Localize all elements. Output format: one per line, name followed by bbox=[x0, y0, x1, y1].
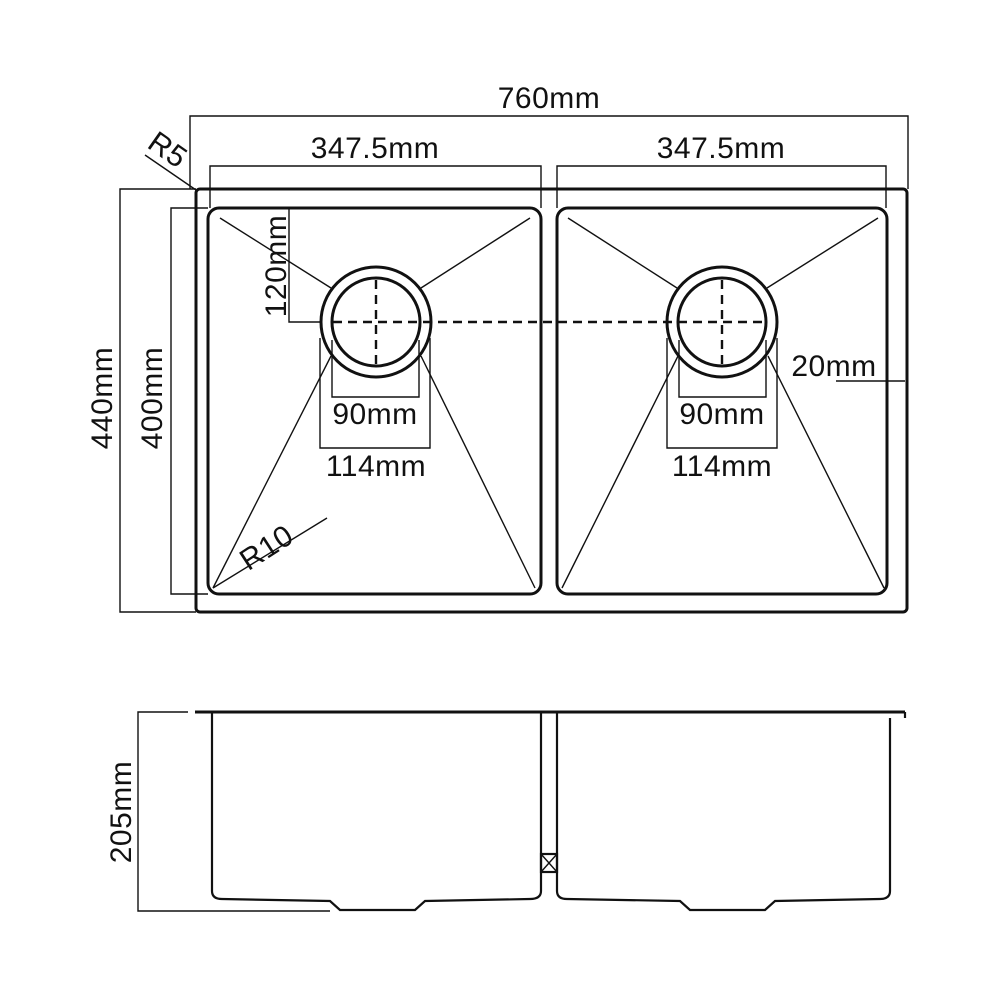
left-drain-inner-label: 90mm bbox=[332, 398, 417, 431]
right-drain-90-bracket bbox=[678, 340, 767, 398]
left-drain-outer-label: 114mm bbox=[326, 450, 426, 483]
bowl-radius-leader bbox=[212, 517, 328, 589]
right-bowl-width-dimension bbox=[556, 165, 887, 208]
side-view: 205mm bbox=[105, 710, 907, 912]
left-bowl-width-label: 347.5mm bbox=[311, 132, 440, 165]
left-bowl-profile bbox=[210, 713, 543, 912]
overall-width-label: 760mm bbox=[498, 82, 601, 115]
bowl-depth-dimension bbox=[170, 207, 208, 595]
right-drain-outer-label: 114mm bbox=[672, 450, 772, 483]
right-bowl-profile bbox=[555, 713, 892, 912]
height-label: 205mm bbox=[105, 761, 138, 864]
overall-depth-dimension bbox=[119, 188, 196, 613]
right-drain-inner-label: 90mm bbox=[679, 398, 764, 431]
overall-depth-label: 440mm bbox=[86, 347, 119, 450]
drain-offset-label: 120mm bbox=[260, 215, 293, 318]
outer-radius-leader bbox=[144, 154, 197, 191]
left-bowl-slope-lines bbox=[212, 217, 536, 589]
overall-width-dimension bbox=[189, 115, 909, 189]
right-bowl bbox=[555, 206, 889, 596]
top-view: 120mm 90mm 114mm 90mm 114mm 20mm 760mm 3… bbox=[86, 82, 909, 614]
height-dimension bbox=[137, 711, 330, 912]
right-bowl-width-label: 347.5mm bbox=[657, 132, 786, 165]
bowl-depth-label: 400mm bbox=[136, 347, 169, 450]
left-drain-114-bracket bbox=[319, 338, 431, 449]
rim-width-label: 20mm bbox=[791, 350, 876, 383]
left-bowl bbox=[206, 206, 543, 596]
left-bowl-width-dimension bbox=[209, 165, 542, 208]
right-bowl-slope-lines bbox=[561, 217, 885, 589]
divider-clip-icon bbox=[539, 852, 559, 874]
outer-radius-label: R5 bbox=[142, 125, 193, 175]
left-drain-90-bracket bbox=[331, 340, 420, 398]
drain-offset-dimension bbox=[288, 208, 322, 323]
sink-outline bbox=[194, 187, 909, 614]
right-drain-114-bracket bbox=[666, 338, 778, 449]
